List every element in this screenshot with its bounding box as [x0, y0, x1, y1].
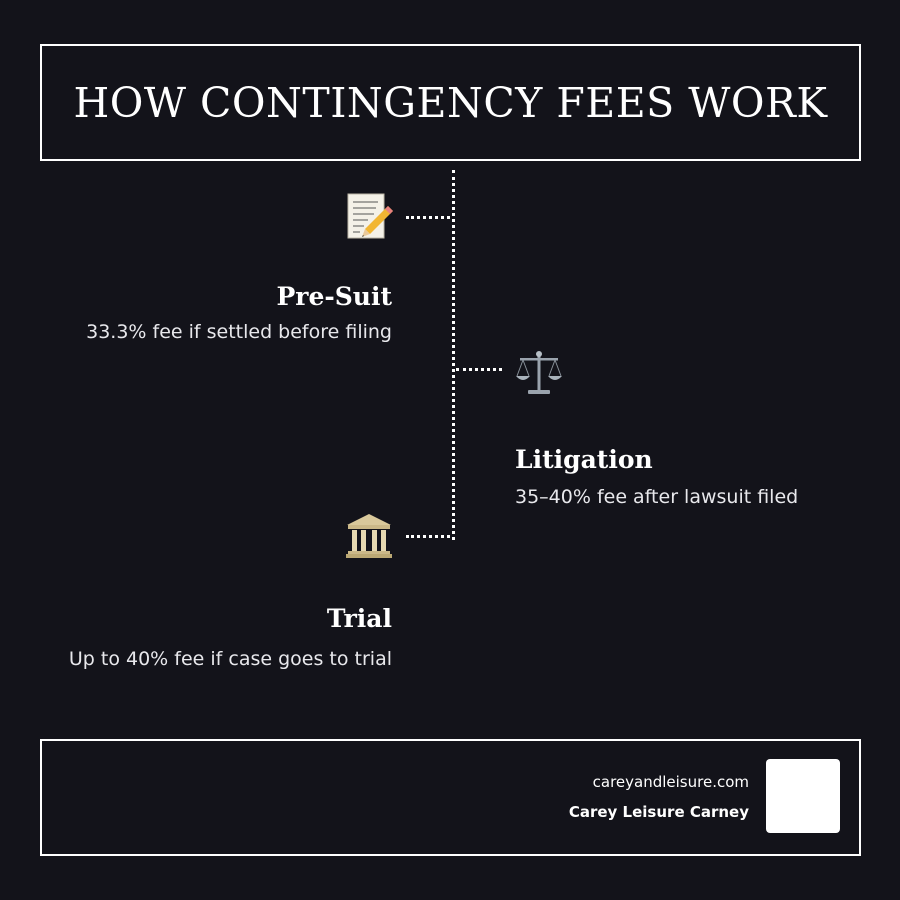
step-desc-pre-suit: 33.3% fee if settled before filing	[86, 321, 392, 343]
logo-placeholder	[766, 759, 840, 833]
balance-scale-icon	[514, 348, 564, 398]
timeline-line	[452, 170, 455, 540]
memo-pencil-icon	[344, 192, 394, 242]
title-banner: HOW CONTINGENCY FEES WORK	[40, 44, 861, 161]
website-url[interactable]: careyandleisure.com	[592, 773, 749, 791]
footer-banner: careyandleisure.com Carey Leisure Carney	[40, 739, 861, 856]
connector-litigation	[456, 368, 502, 371]
courthouse-icon	[344, 511, 394, 561]
connector-trial	[406, 535, 450, 538]
step-title-trial: Trial	[326, 604, 392, 633]
step-desc-trial: Up to 40% fee if case goes to trial	[68, 648, 392, 670]
firm-name: Carey Leisure Carney	[568, 803, 749, 821]
step-title-litigation: Litigation	[515, 445, 653, 474]
connector-pre-suit	[406, 216, 450, 219]
step-title-pre-suit: Pre-Suit	[276, 282, 392, 311]
step-desc-litigation: 35–40% fee after lawsuit filed	[515, 486, 799, 508]
page-title: HOW CONTINGENCY FEES WORK	[73, 78, 828, 127]
